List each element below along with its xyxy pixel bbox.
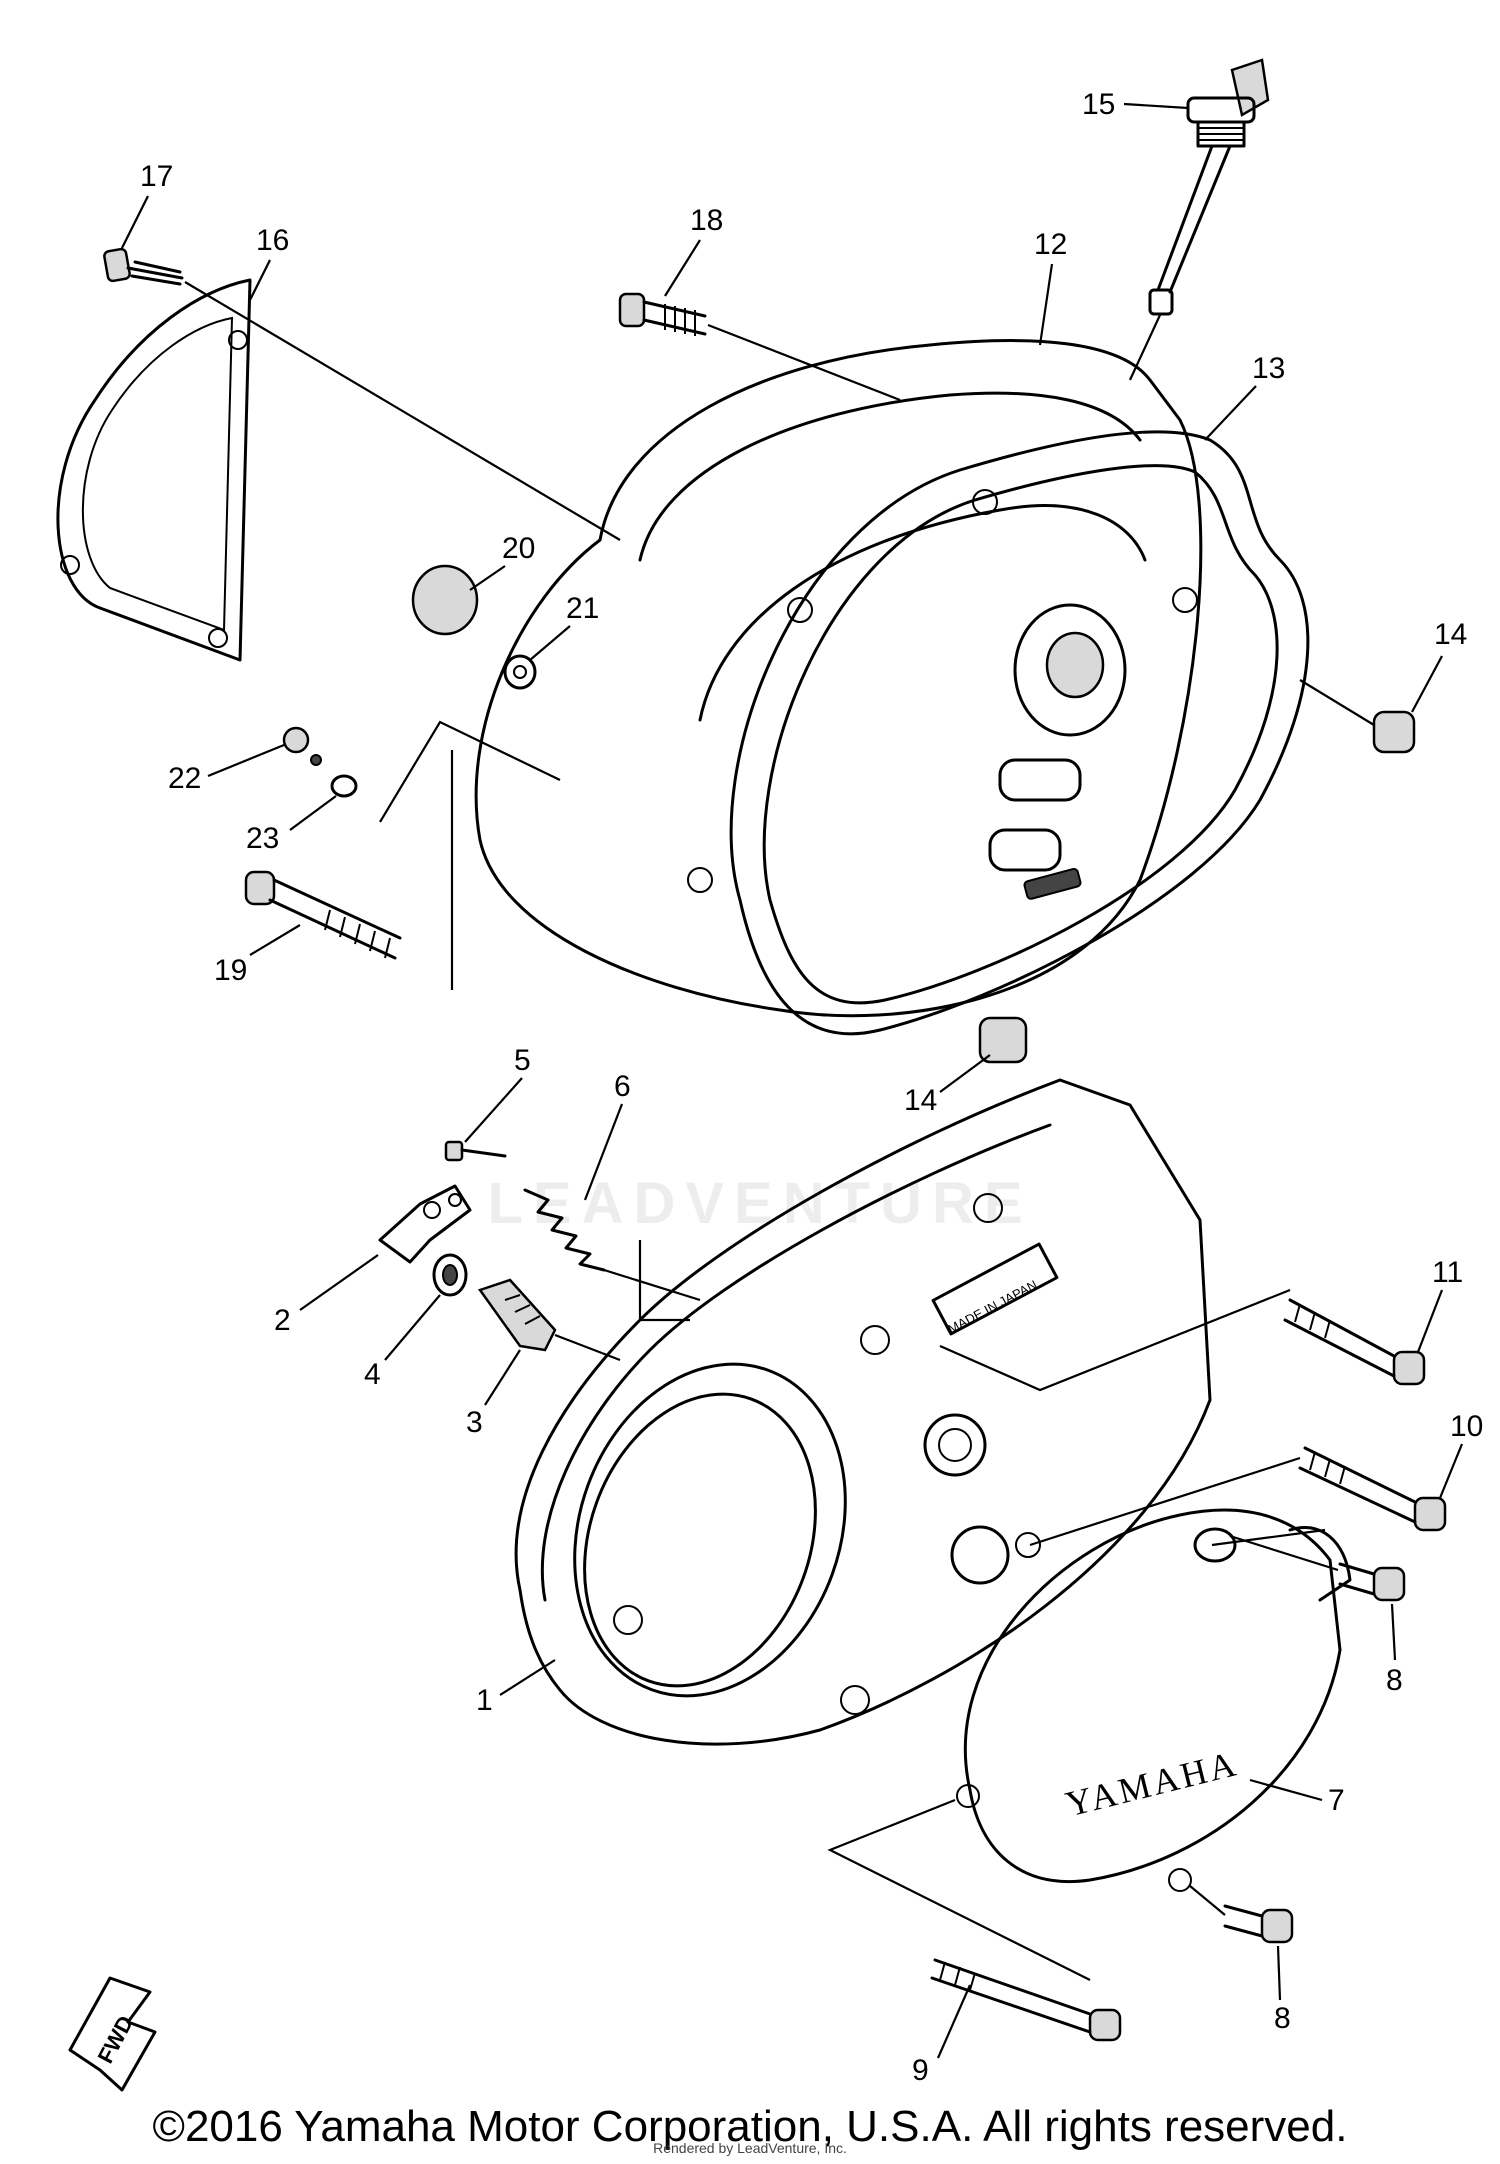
callout-8a: 8 bbox=[1386, 1664, 1403, 1697]
part-21-washer bbox=[503, 654, 537, 690]
part-20-plug bbox=[411, 564, 479, 636]
callout-13: 13 bbox=[1252, 352, 1285, 385]
callout-17: 17 bbox=[140, 160, 173, 193]
fwd-arrow-icon: FWD bbox=[68, 1976, 157, 2092]
callout-6: 6 bbox=[614, 1070, 631, 1103]
part-10-bolt bbox=[1029, 1446, 1447, 1547]
callout-5: 5 bbox=[514, 1044, 531, 1077]
part-22-bolt bbox=[282, 726, 322, 766]
yamaha-cover-label: YAMAHA bbox=[1062, 1743, 1242, 1824]
callout-1: 1 bbox=[476, 1684, 493, 1717]
callout-14a: 14 bbox=[1434, 618, 1467, 651]
callout-21: 21 bbox=[566, 592, 599, 625]
part-5-screw bbox=[444, 1140, 507, 1162]
callout-11: 11 bbox=[1432, 1256, 1463, 1289]
callout-7: 7 bbox=[1328, 1784, 1345, 1817]
part-4-oil-seal bbox=[432, 1253, 468, 1297]
part-14-dowel-lower bbox=[978, 1016, 1028, 1064]
part-23-washer bbox=[330, 774, 358, 798]
callout-19: 19 bbox=[214, 954, 247, 987]
part-1-crankcase-cover-lower: MADE IN JAPAN bbox=[514, 1078, 1291, 1746]
callout-12: 12 bbox=[1034, 228, 1067, 261]
callout-22: 22 bbox=[168, 762, 201, 795]
callout-14b: 14 bbox=[904, 1084, 937, 1117]
part-8-bolt-upper bbox=[1229, 1534, 1406, 1602]
part-16-side-cover bbox=[56, 278, 252, 662]
callout-8b: 8 bbox=[1274, 2002, 1291, 2035]
part-3-shaft bbox=[477, 1240, 690, 1362]
part-13-gasket bbox=[729, 430, 1310, 1036]
part-14-dowel-right bbox=[1299, 679, 1416, 754]
callout-20: 20 bbox=[502, 532, 535, 565]
callout-10: 10 bbox=[1450, 1410, 1483, 1443]
callout-15: 15 bbox=[1082, 88, 1115, 121]
callouts: 1 2 3 4 5 6 7 8 8 9 10 11 12 13 14 14 15 bbox=[121, 88, 1483, 2087]
callout-18: 18 bbox=[690, 204, 723, 237]
callout-9: 9 bbox=[912, 2054, 929, 2087]
part-2-lever bbox=[378, 1184, 472, 1264]
callout-2: 2 bbox=[274, 1304, 291, 1337]
rendered-by-note: Rendered by LeadVenture, Inc. bbox=[653, 2140, 847, 2156]
callout-23: 23 bbox=[246, 822, 279, 855]
part-17-bolt bbox=[103, 247, 621, 541]
part-12-crankcase-cover bbox=[474, 339, 1203, 1018]
part-11-bolt bbox=[1283, 1298, 1426, 1386]
part-8-bolt-lower bbox=[1189, 1885, 1294, 1944]
part-9-long-bolt bbox=[930, 1958, 1122, 2042]
callout-3: 3 bbox=[466, 1406, 483, 1439]
part-6-spring bbox=[523, 1188, 701, 1302]
part-18-bolt bbox=[618, 292, 901, 402]
part-15-oil-level-gauge bbox=[1129, 58, 1270, 381]
watermark: LEADVENTURE bbox=[487, 1171, 1033, 1236]
callout-16: 16 bbox=[256, 224, 289, 257]
copyright-notice: ©2016 Yamaha Motor Corporation, U.S.A. A… bbox=[152, 2102, 1348, 2151]
part-19-long-bolt bbox=[244, 720, 561, 990]
fwd-label: FWD bbox=[93, 2011, 139, 2067]
callout-4: 4 bbox=[364, 1358, 381, 1391]
